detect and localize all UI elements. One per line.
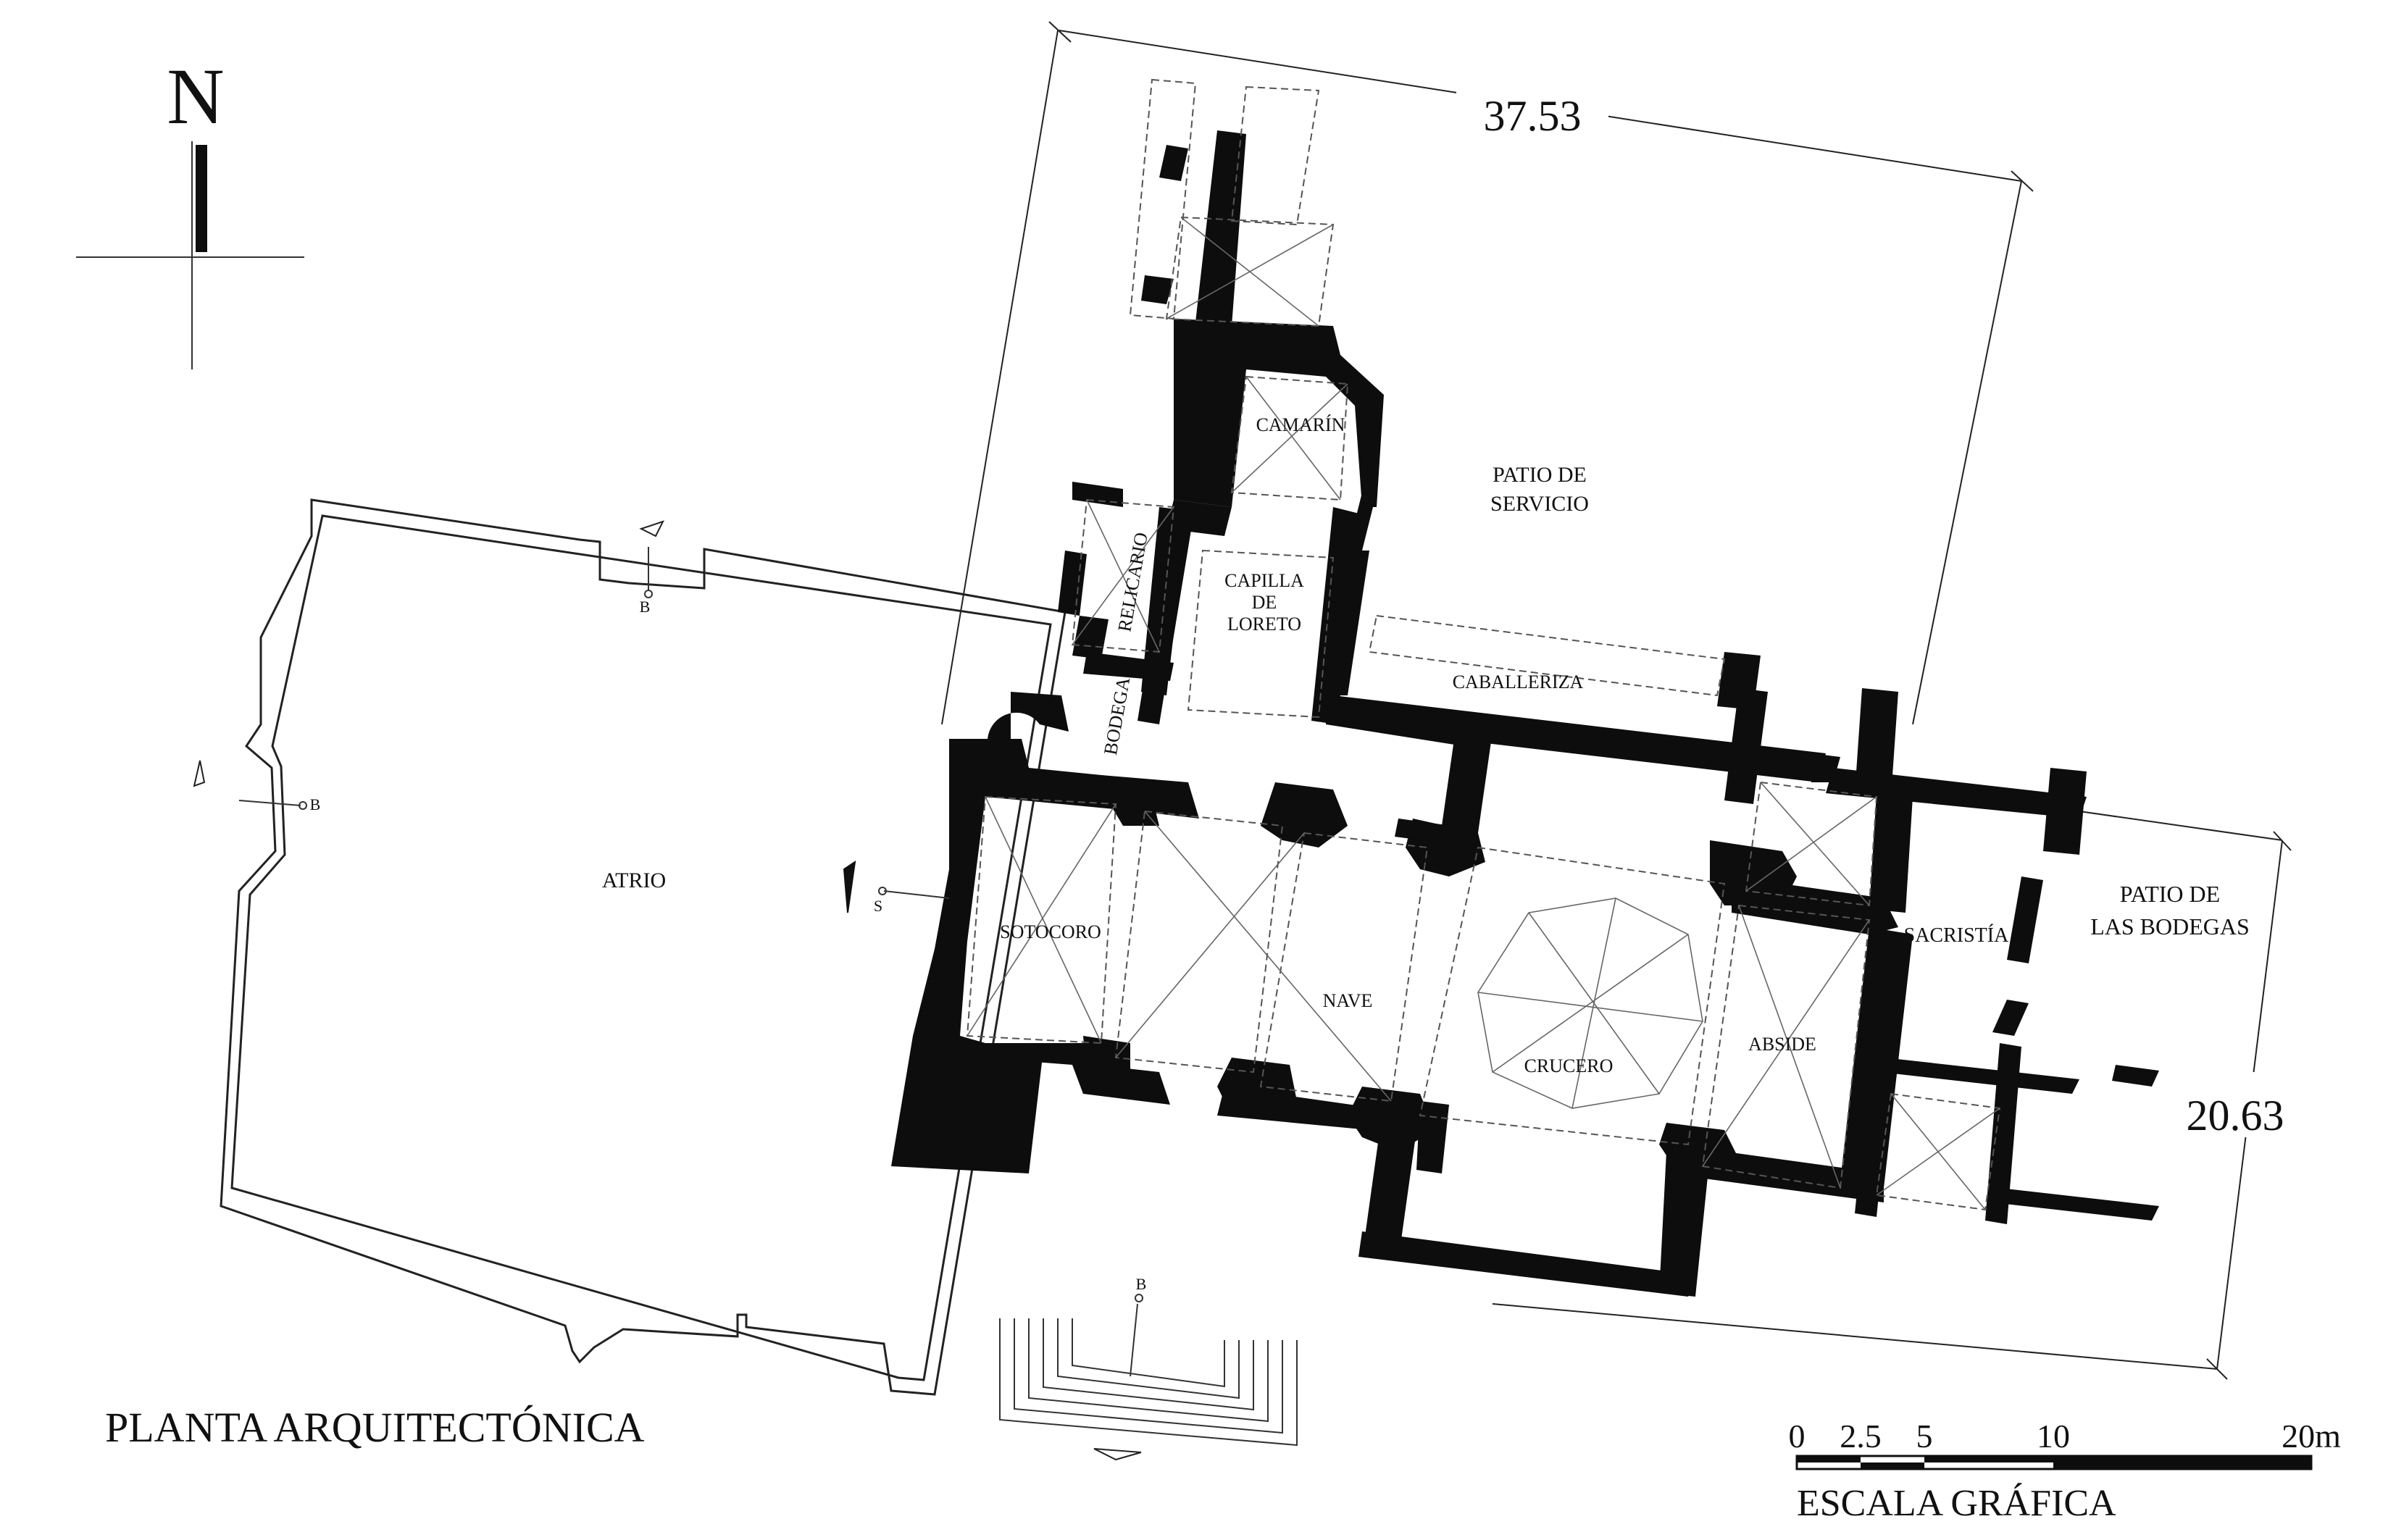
north-arrow: N: [76, 52, 304, 369]
scale-tick-5: 5: [1916, 1418, 1933, 1455]
label-capilla-line2: DE: [1252, 592, 1277, 613]
section-mark-b-bottom: B: [1136, 1275, 1147, 1293]
label-bodega: BODEGA: [1100, 675, 1134, 756]
label-patio-bodegas-line1: PATIO DE: [2120, 881, 2220, 907]
entrance-steps: [999, 1318, 1298, 1447]
label-atrio: ATRIO: [602, 869, 666, 892]
scale-tick-2-5: 2.5: [1840, 1418, 1882, 1455]
label-sotocoro: SOTOCORO: [1000, 921, 1101, 942]
dimension-length-label: 37.53: [1484, 92, 1582, 140]
scale-tick-0: 0: [1789, 1418, 1806, 1455]
north-label: N: [167, 52, 224, 141]
dimension-width: 20.63: [1492, 803, 2300, 1380]
scale-caption: ESCALA GRÁFICA: [1797, 1482, 2116, 1524]
section-mark-b-top: B: [640, 598, 651, 616]
vaults: [966, 78, 2001, 1211]
label-nave: NAVE: [1323, 990, 1373, 1011]
label-capilla-line3: LORETO: [1227, 614, 1301, 635]
label-abside: ABSIDE: [1748, 1034, 1816, 1055]
section-arrow-bottom: [1093, 1448, 1142, 1461]
section-markers: [193, 520, 1143, 1461]
section-arrow-top: [639, 520, 664, 537]
label-patio-servicio-line2: SERVICIO: [1490, 492, 1589, 516]
label-relicario: RELICARIO: [1114, 531, 1152, 634]
section-arrow-s: [843, 860, 856, 913]
dimension-width-label: 20.63: [2187, 1092, 2284, 1139]
walls: [891, 130, 2159, 1297]
room-labels: CAMARÍN RELICARIO CAPILLA DE LORETO PATI…: [602, 414, 2250, 1076]
scale-tick-10: 10: [2037, 1418, 2070, 1455]
label-camarin: CAMARÍN: [1256, 414, 1345, 435]
dimension-length: 37.53: [941, 21, 2034, 725]
label-patio-bodegas-line2: LAS BODEGAS: [2090, 913, 2250, 940]
section-arrow-left: [193, 760, 206, 787]
label-crucero: CRUCERO: [1524, 1055, 1614, 1076]
label-patio-servicio-line1: PATIO DE: [1493, 463, 1587, 487]
scale-tick-20: 20m: [2282, 1418, 2341, 1455]
label-capilla-line1: CAPILLA: [1224, 570, 1304, 591]
atrium-wall: [220, 498, 1066, 1396]
graphic-scale: 0 2.5 5 10 20m ESCALA GRÁFICA: [1789, 1418, 2342, 1524]
section-letters: B B B S: [310, 598, 1147, 1293]
label-caballeriza: CABALLERIZA: [1453, 671, 1584, 692]
section-mark-s: S: [874, 897, 882, 915]
label-sacristia: SACRISTÍA: [1904, 924, 2009, 947]
drawing-title: PLANTA ARQUITECTÓNICA: [105, 1404, 645, 1451]
section-mark-b-left: B: [310, 795, 321, 813]
